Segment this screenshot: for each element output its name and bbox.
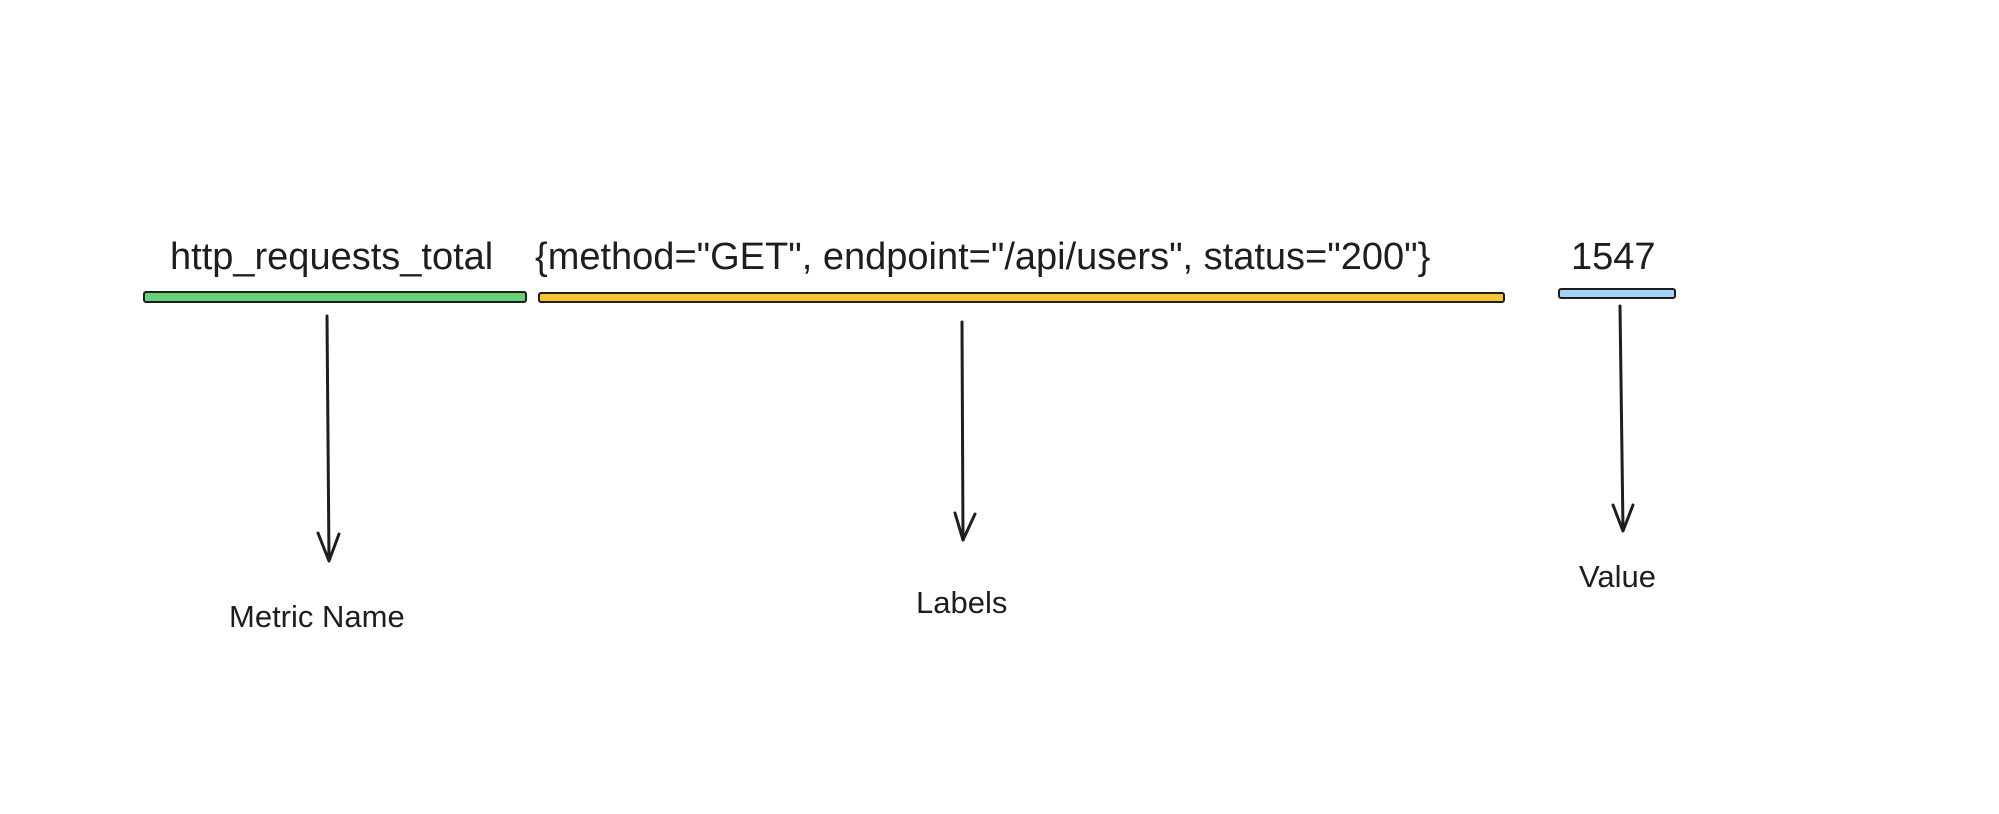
metric-name-underline: [143, 291, 527, 303]
labels-arrow: [953, 320, 977, 542]
labels-text: {method="GET", endpoint="/api/users", st…: [535, 236, 1431, 278]
metric-name-arrow: [316, 314, 341, 563]
labels-caption: Labels: [916, 585, 1008, 620]
value-text: 1547: [1571, 236, 1656, 278]
value-caption: Value: [1579, 559, 1656, 594]
metric-name-caption: Metric Name: [229, 599, 405, 634]
value-arrow: [1611, 304, 1635, 533]
value-underline: [1558, 288, 1676, 299]
labels-underline: [538, 292, 1505, 303]
metric-name-text: http_requests_total: [170, 236, 494, 278]
